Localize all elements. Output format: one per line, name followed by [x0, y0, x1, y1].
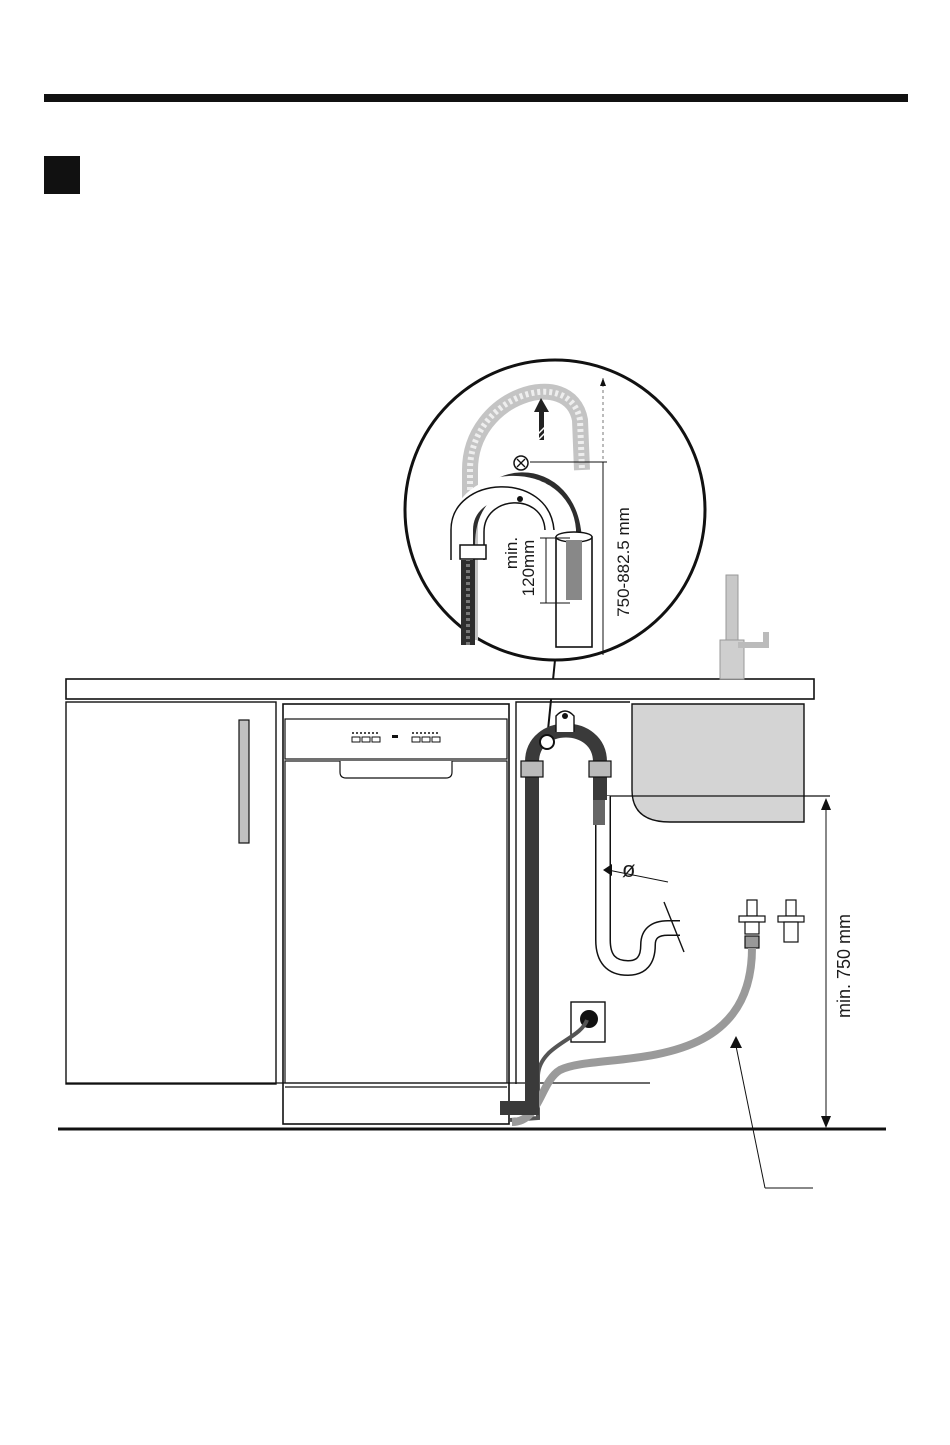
black-square-icon	[44, 156, 80, 194]
detail-magnifier: min. 120mm 750-882.5 mm	[405, 360, 705, 660]
hose-clamp-left	[521, 761, 543, 777]
diameter-symbol: ø	[622, 857, 635, 882]
dishwasher-door	[285, 761, 507, 1083]
min-height-label: min. 750 mm	[834, 914, 854, 1018]
cabinet-handle	[239, 720, 249, 843]
water-taps	[739, 900, 804, 948]
min-height-dimension: min. 750 mm	[821, 798, 854, 1128]
header-rule	[44, 94, 908, 102]
countertop	[66, 679, 814, 699]
faucet	[720, 575, 766, 679]
sink-basin	[632, 704, 804, 822]
detail-leader-end	[540, 735, 554, 749]
hose-clamp-right	[589, 761, 611, 777]
dishwasher-control-panel	[285, 719, 507, 759]
screw-icon	[514, 456, 528, 470]
inlet-hose-leader	[736, 1046, 765, 1188]
dishwasher	[283, 704, 509, 1124]
inlet-tap-right	[778, 900, 804, 942]
inlet-tap-left	[739, 900, 765, 948]
detail-min-value: 120mm	[519, 540, 538, 597]
door-handle	[340, 761, 452, 778]
detail-height-range: 750-882.5 mm	[614, 507, 633, 617]
